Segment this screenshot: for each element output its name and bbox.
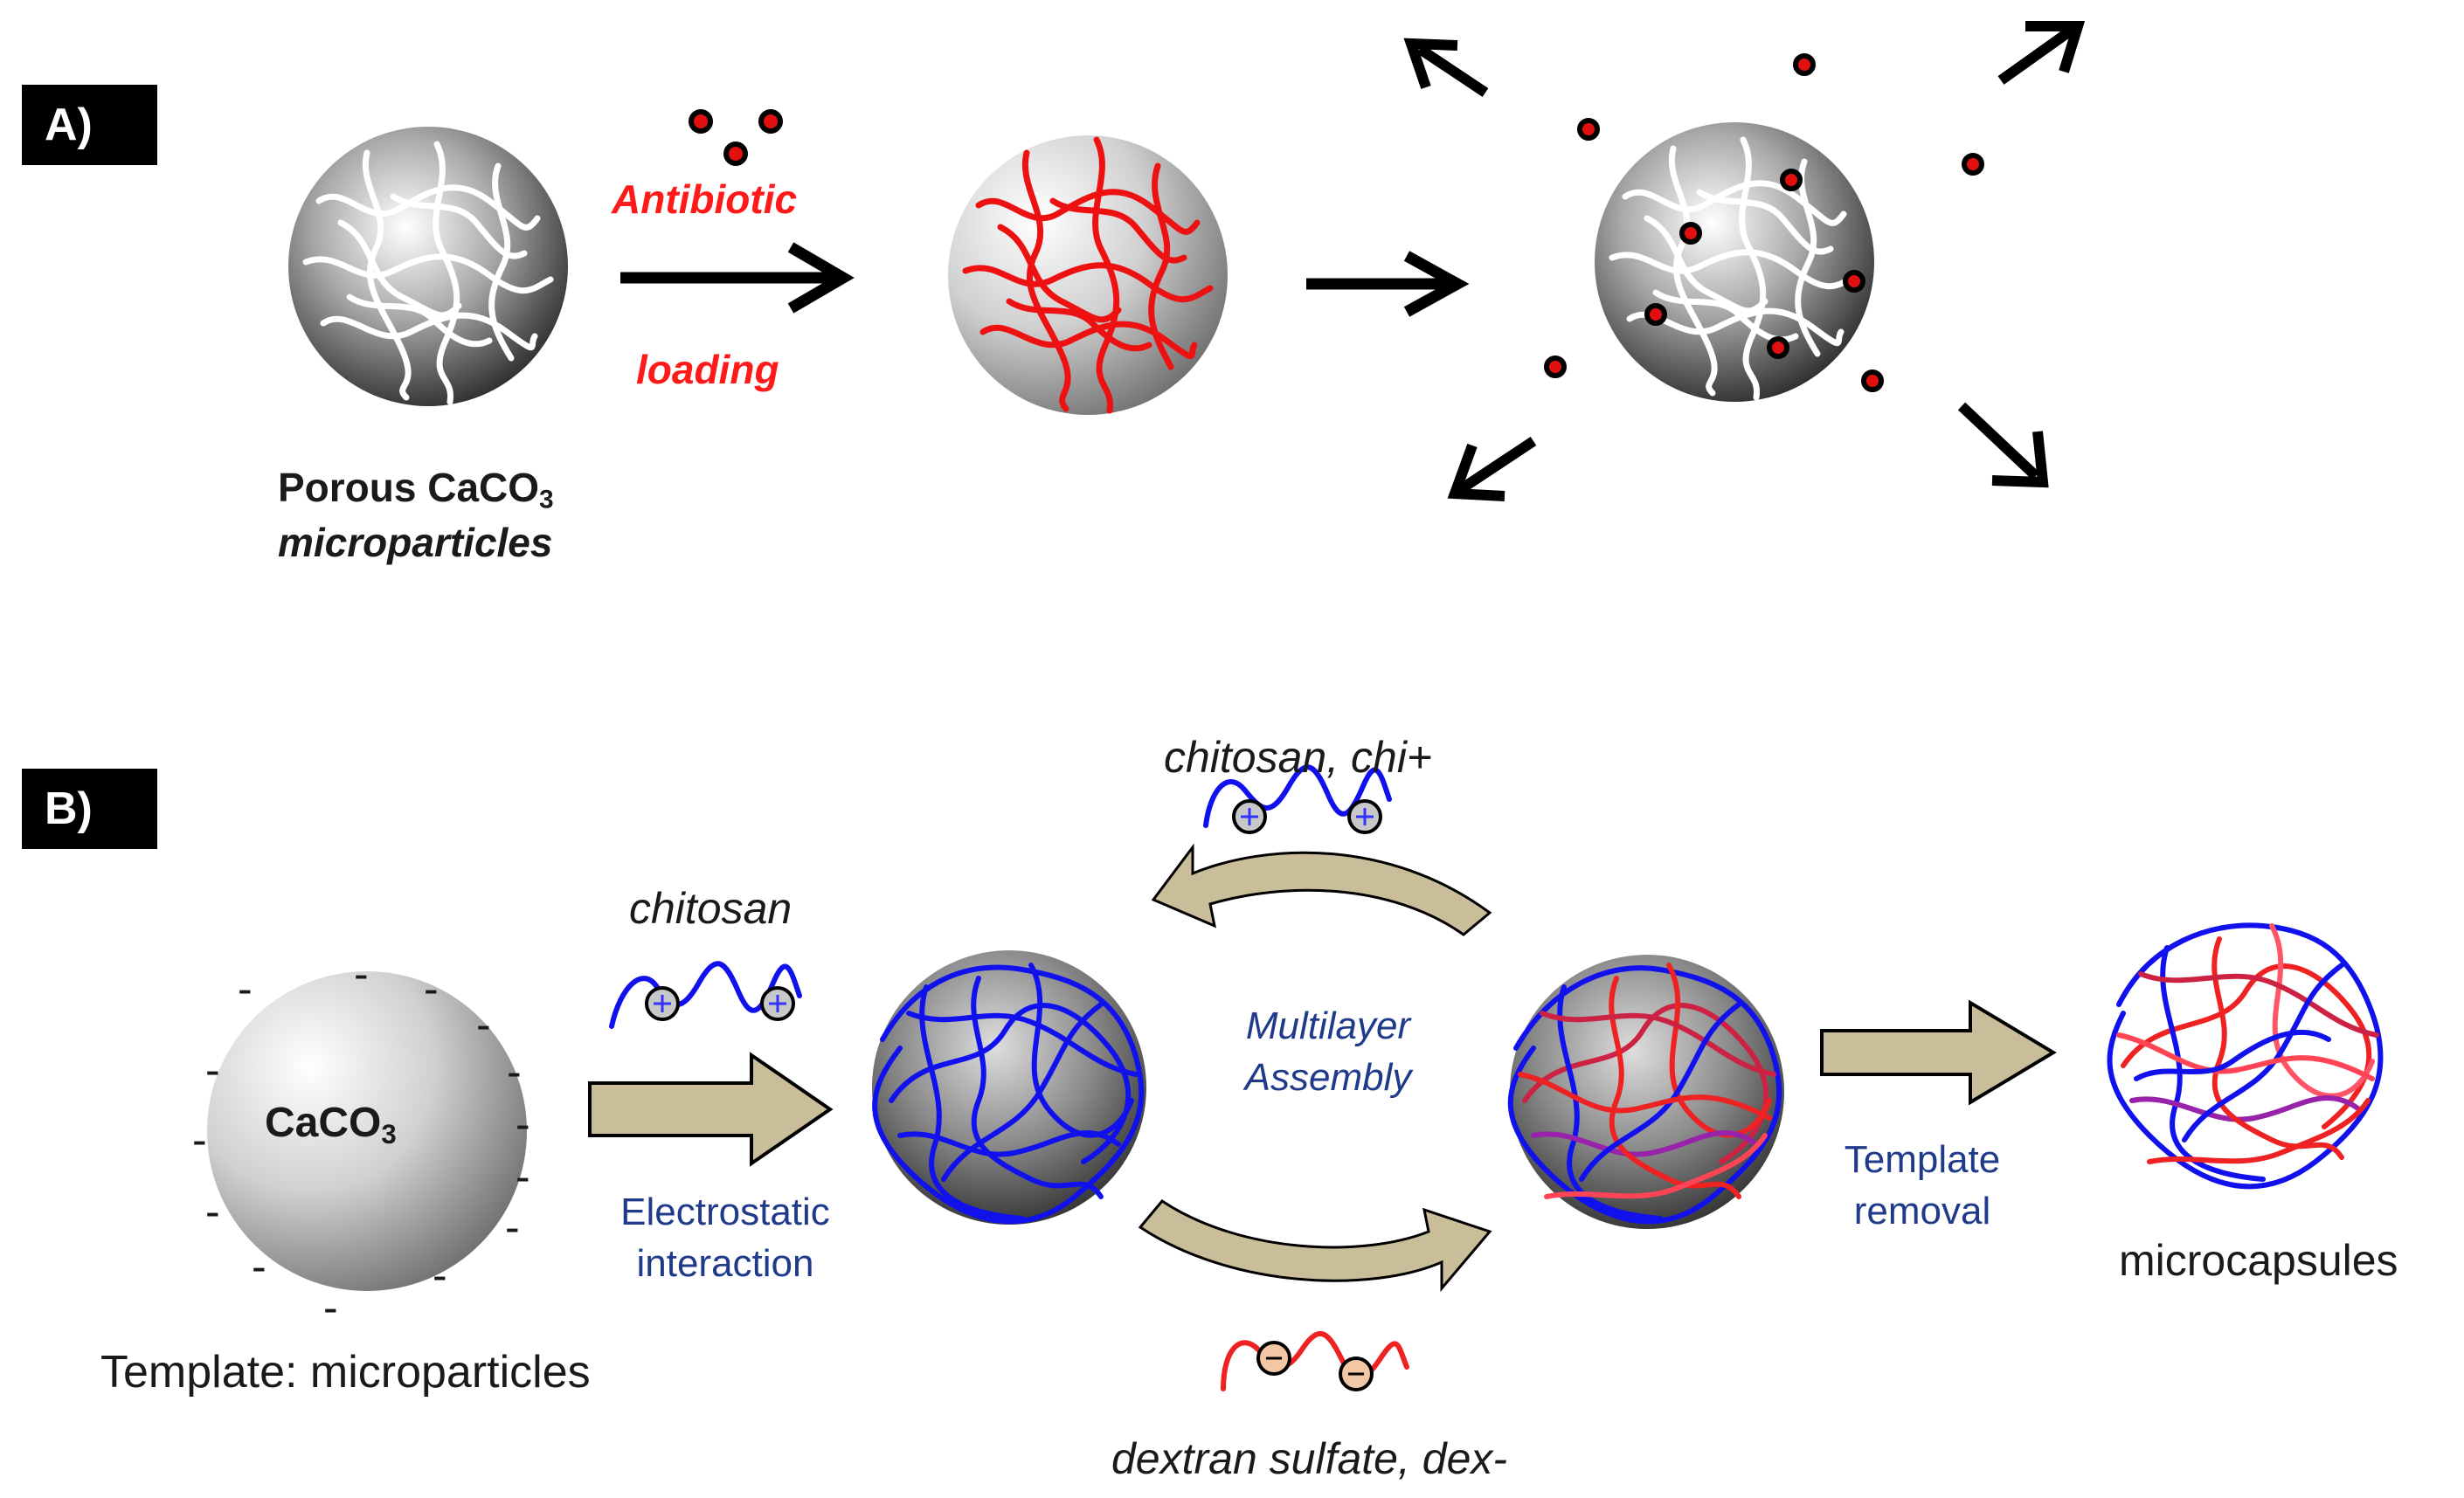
- particle-chitosan-coated: [872, 950, 1146, 1225]
- panel-b-tag: B): [22, 769, 157, 849]
- multilayer-cycle-arrow-bottom: [1138, 1199, 1492, 1293]
- charge-mark: -: [192, 1115, 207, 1164]
- microcapsule: [2107, 922, 2384, 1190]
- template-particle: [207, 971, 527, 1291]
- charge-mark: -: [433, 1251, 447, 1300]
- release-arrow: [1306, 251, 1470, 317]
- electrostatic-line2: interaction: [636, 1242, 814, 1286]
- charge-mark: -: [205, 1046, 220, 1094]
- charge-mark: -: [205, 1187, 220, 1236]
- multilayer-line2: Assembly: [1244, 1056, 1412, 1100]
- dextran-strand: [1221, 1330, 1409, 1391]
- chitosan-label: chitosan: [629, 884, 792, 933]
- released-antibiotic-dots: [1544, 53, 1984, 392]
- multilayer-line1: Multilayer: [1245, 1004, 1411, 1047]
- template-removal-label: Template removal: [1800, 1134, 2045, 1238]
- charge-mark: -: [516, 1100, 530, 1149]
- microcapsules-label: microcapsules: [2119, 1236, 2398, 1285]
- chitosan-strand-1: [609, 961, 802, 1029]
- charge-mark: -: [505, 1203, 520, 1252]
- template-removal-arrow: [1820, 999, 2057, 1106]
- template-removal-line1: Template: [1844, 1138, 2001, 1181]
- particle-porous-empty: [288, 127, 568, 406]
- charge-mark: -: [238, 964, 253, 1013]
- charge-mark: -: [424, 964, 439, 1013]
- porous-caco3-label: Porous CaCO3: [278, 465, 554, 514]
- particle-multilayer-coated: [1507, 955, 1784, 1229]
- electrostatic-label: Electrostatic interaction: [577, 1186, 874, 1290]
- template-removal-line2: removal: [1853, 1190, 1991, 1233]
- microparticles-label: microparticles: [278, 520, 553, 565]
- template-label: Template: microparticles: [100, 1347, 591, 1398]
- loading-arrow: [620, 242, 855, 314]
- particle-releasing: [1595, 122, 1874, 402]
- loading-label: loading: [636, 347, 779, 392]
- electrostatic-line1: Electrostatic: [620, 1191, 830, 1233]
- multilayer-assembly-label: Multilayer Assembly: [1188, 1000, 1468, 1104]
- charge-mark: -: [516, 1152, 530, 1201]
- diffusion-arrows: [1403, 21, 2086, 501]
- chitosan-chi-label: chitosan, chi+: [1164, 733, 1433, 782]
- charge-mark: -: [252, 1242, 266, 1291]
- charge-mark: -: [476, 1000, 491, 1049]
- dextran-sulfate-label: dextran sulfate, dex-: [1111, 1434, 1508, 1483]
- caco3-core-label: CaCO3: [265, 1100, 397, 1149]
- chitosan-strand-2: [1203, 764, 1392, 834]
- multilayer-cycle-arrow-top: [1151, 843, 1492, 936]
- charge-mark: -: [323, 1283, 338, 1332]
- antibiotic-dots: [689, 109, 783, 166]
- particle-loaded: [948, 135, 1228, 415]
- charge-mark: -: [354, 949, 369, 998]
- charge-mark: -: [507, 1047, 522, 1096]
- antibiotic-label: Antibiotic: [612, 176, 798, 222]
- panel-a-tag: A): [22, 85, 157, 165]
- electrostatic-arrow: [588, 1052, 834, 1167]
